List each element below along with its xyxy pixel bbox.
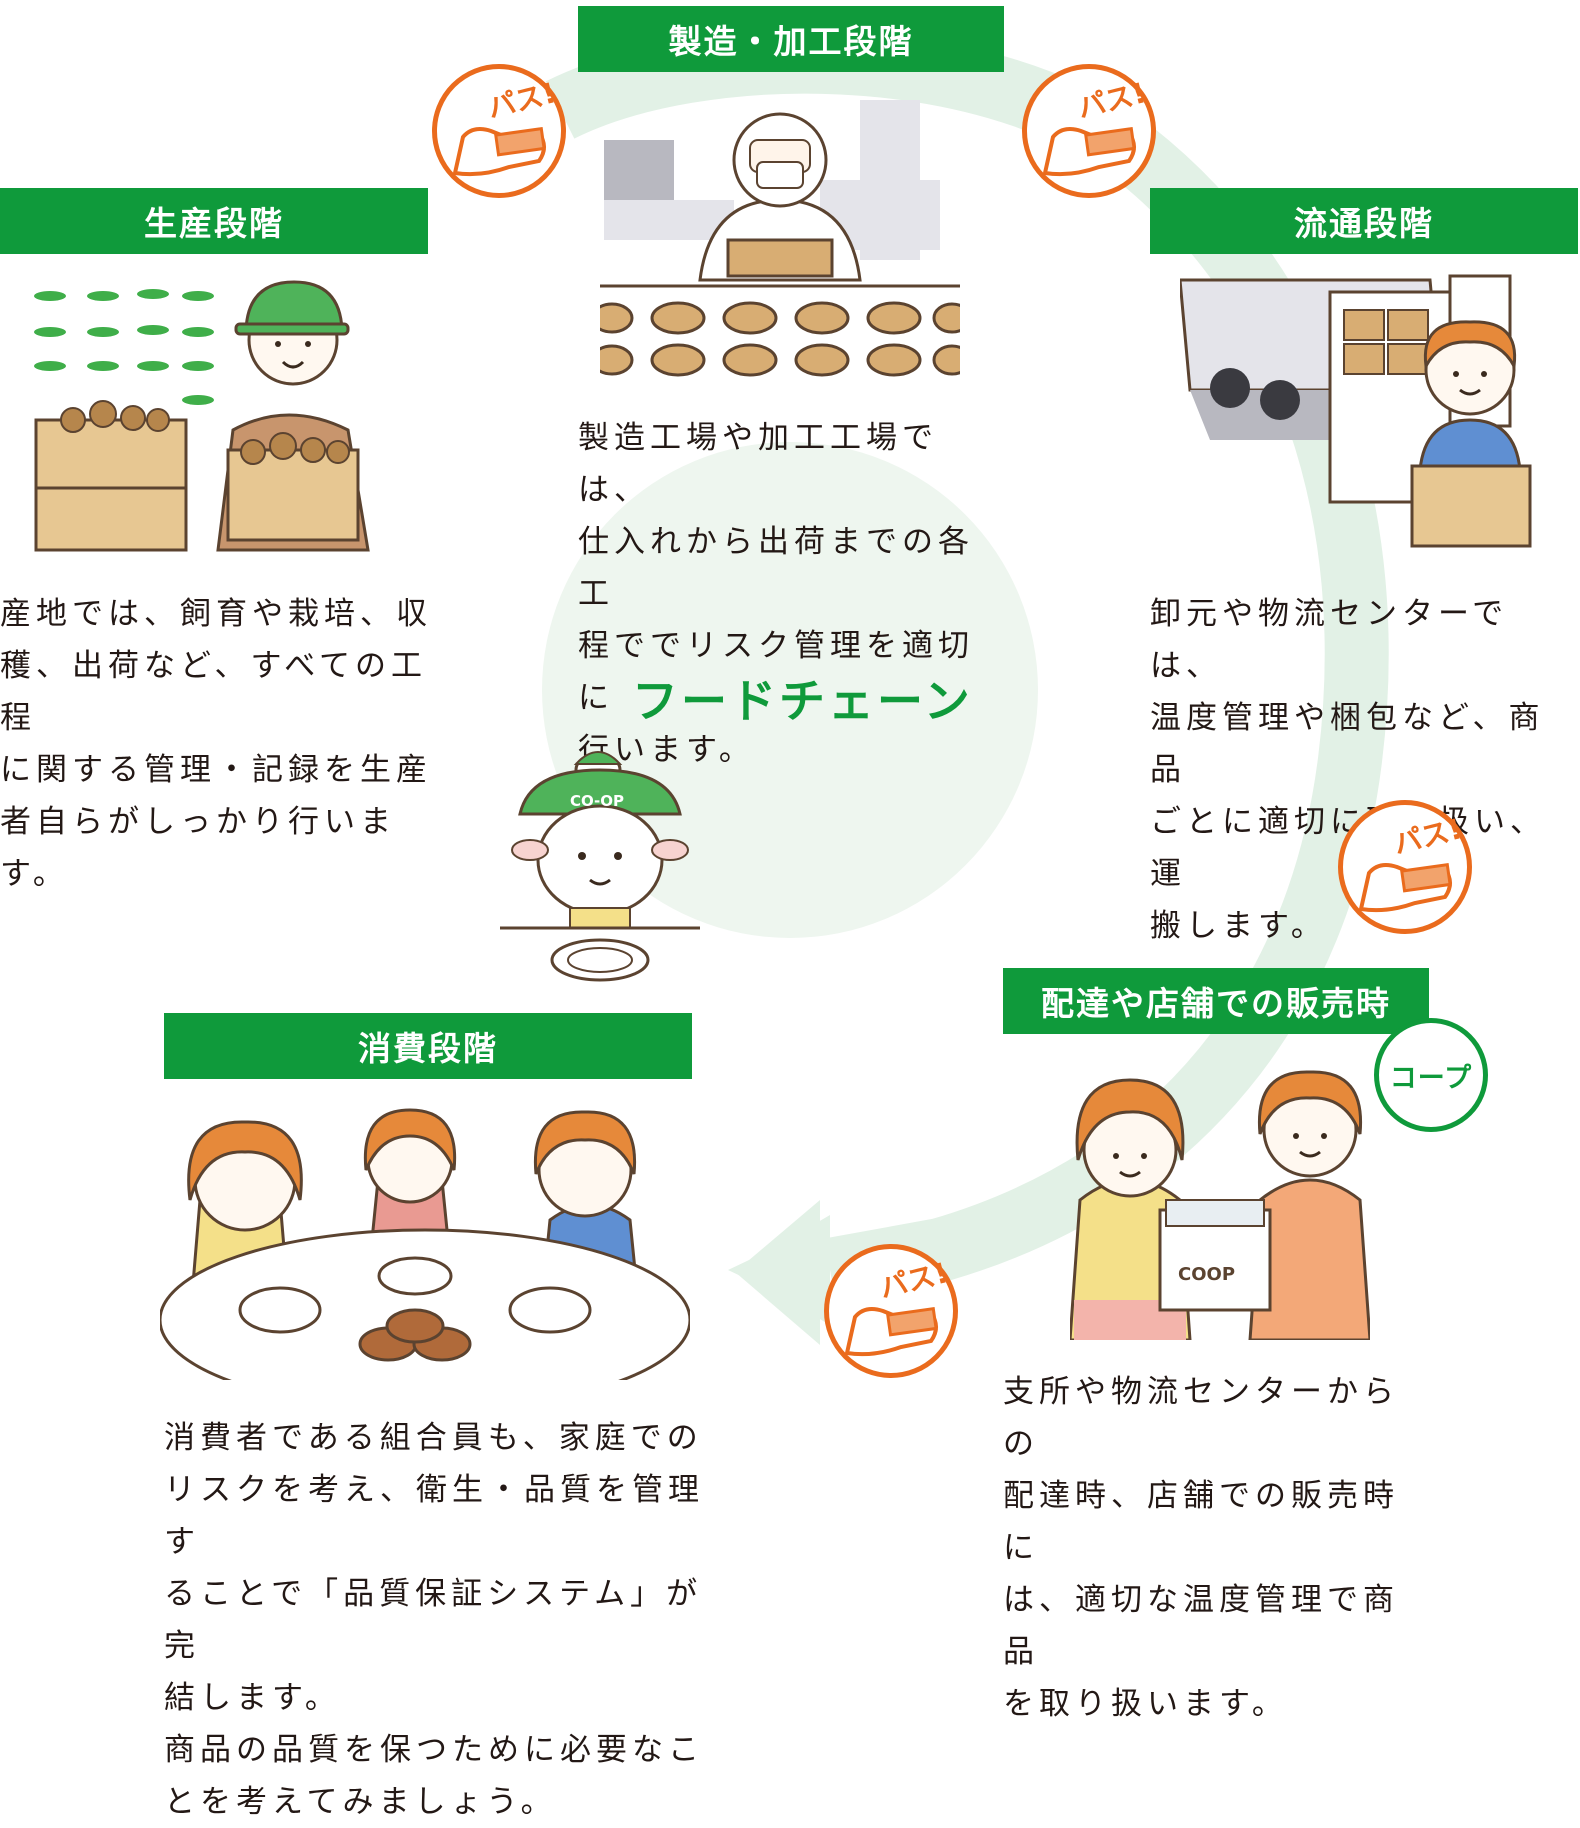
consumption-stage-description: 消費者である組合員も、家庭での リスクを考え、衛生・品質を管理す ることで「品質… [164, 1420, 704, 1820]
coop-box-label: COOP [1178, 1264, 1236, 1285]
delivery-stage-description: 支所や物流センターからの 配達時、店舗での販売時に は、適切な温度管理で商品 を… [1003, 1374, 1399, 1722]
delivery-stage-title: 配達や店舗での販売時 [1041, 984, 1391, 1023]
distribution-stage-description: 卸元や物流センターでは、 温度管理や梱包など、商品 ごとに適切に取り扱い、運 搬… [1150, 596, 1546, 944]
pass-badge-production-to-manufacturing: パス! [432, 64, 566, 198]
distribution-stage-title: 流通段階 [1294, 204, 1434, 243]
coop-badge: コープ [1374, 1018, 1488, 1132]
hand-pass-icon [452, 126, 546, 177]
hand-pass-icon [1358, 862, 1452, 913]
distribution-illustration [1180, 274, 1532, 548]
consumption-stage-banner: 消費段階 [164, 1013, 692, 1079]
pass-badge-manufacturing-to-distribution: パス! [1022, 64, 1156, 198]
pass-badge-distribution-to-delivery: パス! [1338, 800, 1472, 934]
manufacturing-stage-description: 製造工場や加工工場では、 仕入れから出荷までの各工 程ででリスク管理を適切に 行… [578, 420, 974, 768]
pass-badge-delivery-to-consumption: パス! [824, 1244, 958, 1378]
production-stage-title: 生産段階 [144, 204, 284, 243]
manufacturing-stage-title: 製造・加工段階 [668, 22, 914, 61]
delivery-illustration [1070, 1070, 1370, 1340]
consumption-stage-title: 消費段階 [358, 1029, 498, 1068]
delivery-stage-banner: 配達や店舗での販売時 [1003, 968, 1429, 1034]
manufacturing-illustration [600, 100, 960, 377]
production-stage-description: 産地では、飼育や栽培、収 穫、出荷など、すべての工程 に関する管理・記録を生産 … [0, 596, 432, 892]
coop-mascot-illustration [500, 751, 700, 982]
manufacturing-stage-banner: 製造・加工段階 [578, 6, 1004, 72]
distribution-stage-banner: 流通段階 [1150, 188, 1578, 254]
production-stage-banner: 生産段階 [0, 188, 428, 254]
hand-pass-icon [1042, 126, 1136, 177]
coop-badge-label: コープ [1389, 1062, 1473, 1094]
mascot-cap-label: CO-OP [570, 792, 625, 810]
food-chain-title: フードチェーン [632, 674, 973, 728]
consumption-illustration [160, 1108, 690, 1380]
production-illustration [34, 280, 370, 552]
hand-pass-icon [844, 1306, 938, 1357]
